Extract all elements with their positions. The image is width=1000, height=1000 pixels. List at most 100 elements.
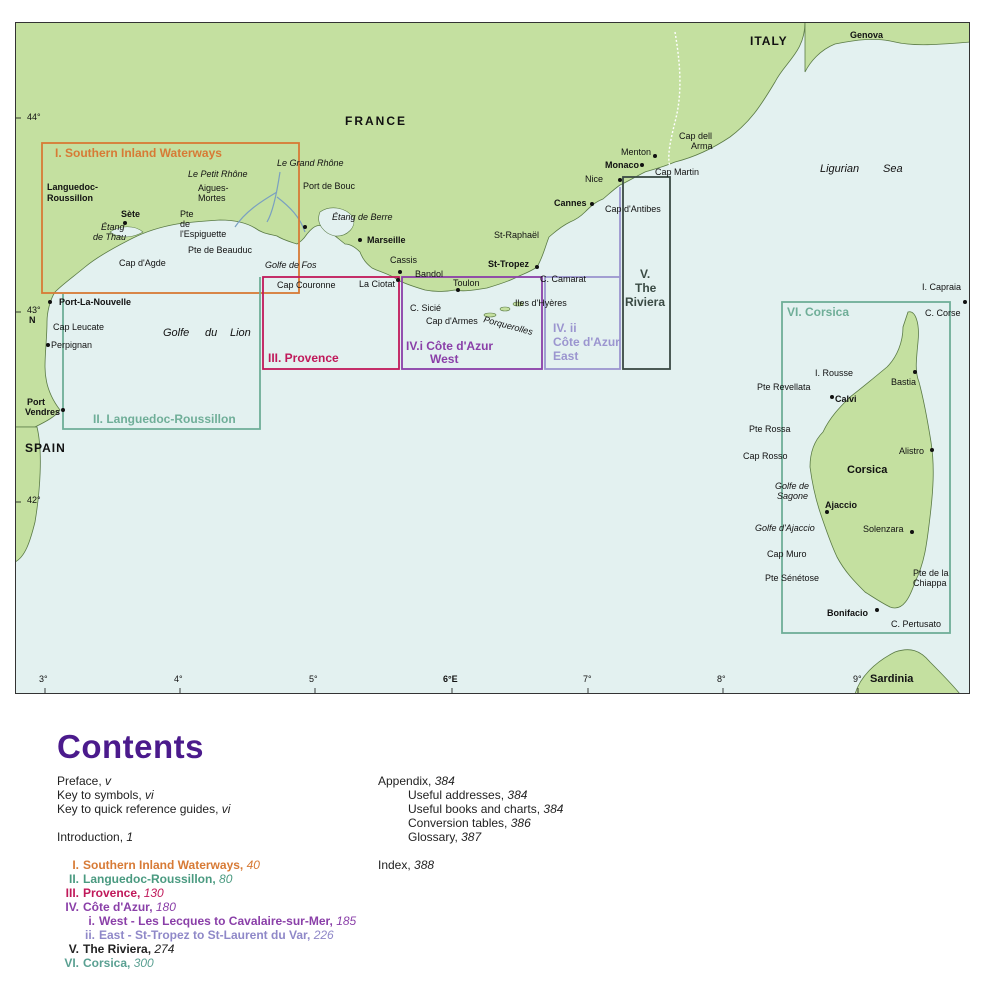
label-golfe: Golfe: [163, 327, 189, 339]
toc-section-text: Corsica,: [83, 956, 134, 970]
place-cap-armes: Cap d'Armes: [426, 316, 478, 326]
toc-section-number: V.: [68, 942, 79, 956]
toc-page: vi: [145, 788, 154, 802]
toc-section-5[interactable]: i.West - Les Lecques to Cavalaire-sur-Me…: [57, 914, 387, 928]
lat-43: 43°: [27, 305, 41, 315]
toc-section-4[interactable]: IV.Côte d'Azur, 180: [57, 900, 387, 914]
place-le-petit-rhone: Le Petit Rhône: [188, 169, 248, 179]
toc-key-guides[interactable]: Key to quick reference guides, vi: [57, 802, 387, 816]
label-sea: Sea: [883, 163, 903, 175]
contents-title: Contents: [57, 728, 204, 765]
label-du: du: [205, 327, 217, 339]
toc-text: Key to symbols,: [57, 788, 146, 802]
region-label-s2: II. Languedoc-Roussillon: [93, 412, 236, 426]
place-pte-1: Pte: [180, 209, 194, 219]
toc-section-3[interactable]: III.Provence, 130: [57, 886, 387, 900]
label-sardinia: Sardinia: [870, 673, 914, 685]
place-cap-antibes: Cap d'Antibes: [605, 204, 661, 214]
toc-section-number: i.: [88, 914, 95, 928]
place-cassis: Cassis: [390, 255, 418, 265]
toc-section-7[interactable]: V.The Riviera, 274: [57, 942, 387, 956]
lon-9: 9°: [853, 674, 862, 684]
toc-text: Introduction,: [57, 830, 127, 844]
toc-key-symbols[interactable]: Key to symbols, vi: [57, 788, 387, 802]
label-corsica: Corsica: [847, 464, 888, 476]
place-toulon: Toulon: [453, 278, 480, 288]
toc-text: Appendix,: [378, 774, 435, 788]
place-alistro: Alistro: [899, 446, 924, 456]
toc-text: Glossary,: [408, 830, 462, 844]
place-pte-2: de: [180, 219, 190, 229]
place-languedoc-2: Roussillon: [47, 193, 93, 203]
lon-3: 3°: [39, 674, 48, 684]
toc-section-text: Southern Inland Waterways,: [83, 858, 247, 872]
toc-page: 388: [414, 858, 435, 872]
place-cap-dell: Cap dell: [679, 131, 712, 141]
toc-section-number: II.: [68, 872, 79, 886]
label-lion: Lion: [230, 327, 251, 339]
region-label-s1: I. Southern Inland Waterways: [55, 146, 222, 160]
toc-appendix-item-3[interactable]: Useful books and charts, 384: [378, 802, 698, 816]
toc-index[interactable]: Index, 388: [378, 858, 698, 872]
place-iles-hyeres: Iles d'Hyères: [515, 298, 567, 308]
place-c-corse: C. Corse: [925, 308, 961, 318]
toc-introduction[interactable]: Introduction, 1: [57, 830, 387, 844]
place-st-raphael: St-Raphaël: [494, 230, 539, 240]
place-genova: Genova: [850, 30, 884, 40]
toc-appendix-item-1[interactable]: Appendix, 384: [378, 774, 698, 788]
place-pte-3: l'Espiguette: [180, 229, 226, 239]
toc-section-8[interactable]: VI. Corsica, 300: [57, 956, 387, 970]
toc-section-number: VI.: [64, 956, 79, 970]
map-panel: ITALY FRANCE SPAIN Sardinia Corsica Ligu…: [15, 22, 970, 694]
toc-section-6[interactable]: ii.East - St-Tropez to St-Laurent du Var…: [57, 928, 387, 942]
corsica-island: [809, 311, 934, 609]
toc-section-text: Provence,: [83, 886, 144, 900]
toc-section-page: 80: [219, 872, 233, 886]
place-pte-chiappa-1: Pte de la: [913, 568, 949, 578]
contents-section: Contents Preface, v Key to symbols, vi K…: [0, 700, 1000, 1000]
region-label-s6: VI. Corsica: [787, 305, 849, 319]
toc-section-number: III.: [65, 886, 79, 900]
region-box-s5: [622, 176, 671, 370]
toc-section-1[interactable]: I.Southern Inland Waterways, 40: [57, 858, 387, 872]
place-st-tropez: St-Tropez: [488, 259, 530, 269]
mainland-land: [15, 22, 806, 428]
place-pte-revellata: Pte Revellata: [757, 382, 811, 392]
label-france: FRANCE: [345, 114, 407, 128]
region-box-s4b: [544, 187, 621, 370]
toc-section-page: 300: [133, 956, 154, 970]
toc-text: Useful addresses,: [408, 788, 508, 802]
place-cannes: Cannes: [554, 198, 587, 208]
toc-appendix-item-4[interactable]: Conversion tables, 386: [378, 816, 698, 830]
place-golfe-sagone-1: Golfe de: [775, 481, 809, 491]
toc-page: 386: [510, 816, 531, 830]
lon-7: 7°: [583, 674, 592, 684]
place-cap-martin: Cap Martin: [655, 167, 699, 177]
region-box-s3: [262, 276, 400, 370]
toc-section-page: 226: [313, 928, 334, 942]
place-c-camarat: C. Camarat: [540, 274, 587, 284]
toc-text: Preface,: [57, 774, 106, 788]
toc-appendix-item-5[interactable]: Glossary, 387: [378, 830, 698, 844]
region-box-s1: [41, 142, 300, 294]
lon-5: 5°: [309, 674, 318, 684]
place-la-ciotat: La Ciotat: [359, 279, 396, 289]
toc-section-2[interactable]: II.Languedoc-Roussillon, 80: [57, 872, 387, 886]
sardinia-island: [854, 649, 961, 694]
region-label-s5-2: The: [635, 281, 657, 295]
place-aigues-1: Aigues-: [198, 183, 229, 193]
toc-section-text: East - St-Tropez to St-Laurent du Var,: [99, 928, 314, 942]
iles-hyeres: [483, 301, 524, 318]
lat-42: 42°: [27, 495, 41, 505]
region-label-s4a-2: West: [430, 352, 458, 366]
place-i-rousse: I. Rousse: [815, 368, 853, 378]
lat-44: 44°: [27, 112, 41, 122]
place-perpignan: Perpignan: [51, 340, 92, 350]
region-map: ITALY FRANCE SPAIN Sardinia Corsica Ligu…: [15, 22, 970, 694]
place-arma: Arma: [691, 141, 713, 151]
toc-page: v: [105, 774, 112, 788]
toc-appendix-item-2[interactable]: Useful addresses, 384: [378, 788, 698, 802]
toc-preface[interactable]: Preface, v: [57, 774, 387, 788]
place-aigues-2: Mortes: [198, 193, 226, 203]
region-box-s4a: [401, 276, 543, 370]
